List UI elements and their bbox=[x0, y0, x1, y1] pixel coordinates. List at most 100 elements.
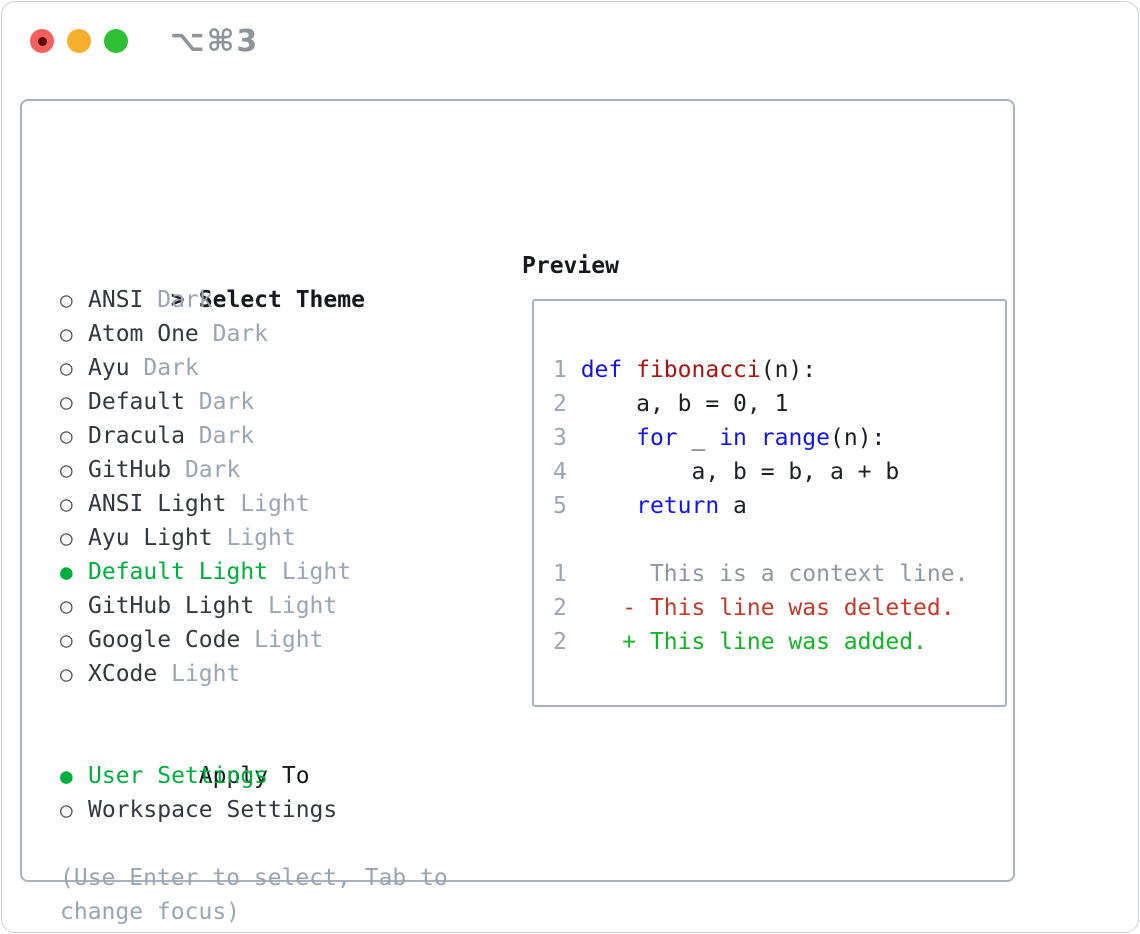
line-number: 3 bbox=[553, 425, 581, 451]
theme-variant-label: Light bbox=[281, 559, 352, 585]
code-token: a, b = 0, 1 bbox=[580, 391, 789, 417]
radio-unselected-icon: ○ bbox=[60, 594, 73, 618]
diff-line: 1 This is a context line. bbox=[553, 557, 1001, 591]
theme-option[interactable]: ● Default Light Light bbox=[60, 555, 500, 589]
option-label: Dracula bbox=[88, 423, 185, 449]
line-number: 2 bbox=[553, 595, 567, 621]
code-token bbox=[622, 357, 636, 383]
spacer bbox=[60, 691, 500, 725]
option-label: Default Light bbox=[88, 559, 269, 585]
diff-text: - This line was deleted. bbox=[566, 595, 955, 621]
apply-to-list: ●User Settings ○ Workspace Settings bbox=[60, 759, 500, 827]
code-token: a bbox=[719, 493, 747, 519]
theme-option[interactable]: ○ Google Code Light bbox=[60, 623, 500, 657]
theme-variant-label: Dark bbox=[157, 287, 213, 313]
code-token: in bbox=[719, 425, 747, 451]
spacer bbox=[60, 827, 500, 861]
option-label: ANSI bbox=[88, 287, 144, 313]
theme-variant-label: Dark bbox=[212, 321, 269, 347]
code-token: for bbox=[636, 425, 678, 451]
radio-unselected-icon: ○ bbox=[60, 662, 73, 686]
close-button[interactable] bbox=[30, 29, 54, 53]
line-number: 5 bbox=[553, 493, 581, 519]
radio-selected-icon: ● bbox=[60, 560, 73, 584]
option-label: Atom One bbox=[88, 321, 199, 347]
code-line: 2 a, b = 0, 1 bbox=[553, 387, 1001, 421]
code-token bbox=[747, 425, 761, 451]
apply-to-option[interactable]: ●User Settings bbox=[60, 759, 500, 793]
diff-text: + This line was added. bbox=[566, 629, 927, 655]
code-token: (n): bbox=[830, 425, 886, 451]
theme-variant-label: Light bbox=[254, 627, 324, 653]
code-line: 4 a, b = b, a + b bbox=[553, 455, 1001, 489]
option-label: Workspace Settings bbox=[88, 797, 338, 823]
radio-unselected-icon: ○ bbox=[60, 458, 73, 482]
option-label: Ayu Light bbox=[88, 525, 213, 551]
line-number: 1 bbox=[553, 357, 581, 383]
code-token: return bbox=[636, 493, 720, 519]
line-number: 1 bbox=[553, 561, 567, 587]
radio-unselected-icon: ○ bbox=[60, 288, 73, 312]
apply-to-header: Apply To bbox=[60, 725, 500, 789]
theme-list-title: Select Theme bbox=[198, 287, 365, 313]
radio-unselected-icon: ○ bbox=[60, 628, 73, 652]
line-number: 2 bbox=[553, 391, 581, 417]
radio-unselected-icon: ○ bbox=[60, 424, 73, 448]
traffic-lights bbox=[30, 29, 128, 53]
preview-title: Preview bbox=[522, 253, 619, 279]
window-title: ⌥⌘3 bbox=[170, 24, 260, 59]
theme-option[interactable]: ○ Dracula Dark bbox=[60, 419, 500, 453]
apply-to-title: Apply To bbox=[198, 763, 310, 789]
title-bar: ⌥⌘3 bbox=[2, 2, 1138, 78]
code-token bbox=[581, 493, 636, 519]
theme-variant-label: Light bbox=[171, 661, 241, 687]
option-label: GitHub Light bbox=[88, 593, 255, 619]
radio-unselected-icon: ○ bbox=[60, 322, 73, 346]
theme-option[interactable]: ○ Ayu Dark bbox=[60, 351, 500, 385]
hint-line-2: change focus) bbox=[60, 899, 241, 925]
radio-unselected-icon: ○ bbox=[60, 526, 73, 550]
code-line: 5 return a bbox=[553, 489, 1001, 523]
theme-variant-label: Dark bbox=[198, 423, 255, 449]
theme-option[interactable]: ○ XCode Light bbox=[60, 657, 500, 691]
option-label: Ayu bbox=[88, 355, 130, 381]
theme-option[interactable]: ○ Ayu Light Light bbox=[60, 521, 500, 555]
theme-list-header: > Select Theme bbox=[60, 249, 500, 313]
diff-text: This is a context line. bbox=[566, 561, 969, 587]
code-token: fibonacci bbox=[636, 357, 761, 383]
option-label: ANSI Light bbox=[88, 491, 227, 517]
radio-selected-icon: ● bbox=[60, 764, 73, 788]
option-label: Default bbox=[88, 389, 185, 415]
apply-to-option[interactable]: ○ Workspace Settings bbox=[60, 793, 500, 827]
diff-line: 2 - This line was deleted. bbox=[553, 591, 1001, 625]
theme-variant-label: Light bbox=[226, 525, 296, 551]
minimize-button[interactable] bbox=[67, 29, 91, 53]
focus-caret-icon: > bbox=[170, 287, 185, 313]
code-line: 3 for _ in range(n): bbox=[553, 421, 1001, 455]
blank-line bbox=[553, 523, 1001, 557]
theme-option[interactable]: ○ ANSI Dark bbox=[60, 283, 500, 317]
radio-unselected-icon: ○ bbox=[60, 356, 73, 380]
radio-unselected-icon: ○ bbox=[60, 390, 73, 414]
code-token: (n): bbox=[760, 357, 817, 383]
line-number: 2 bbox=[553, 629, 567, 655]
code-token bbox=[581, 425, 636, 451]
zoom-button[interactable] bbox=[104, 29, 128, 53]
diff-line: 2 + This line was added. bbox=[553, 625, 1001, 659]
option-label: XCode bbox=[88, 661, 158, 687]
code-token: a, b = b, a + b bbox=[580, 459, 900, 485]
option-label: GitHub bbox=[88, 457, 172, 483]
code-token: range bbox=[760, 425, 830, 451]
radio-unselected-icon: ○ bbox=[60, 798, 73, 822]
theme-option[interactable]: ○ Atom One Dark bbox=[60, 317, 500, 351]
option-label: Google Code bbox=[88, 627, 241, 653]
theme-variant-label: Dark bbox=[143, 355, 199, 381]
